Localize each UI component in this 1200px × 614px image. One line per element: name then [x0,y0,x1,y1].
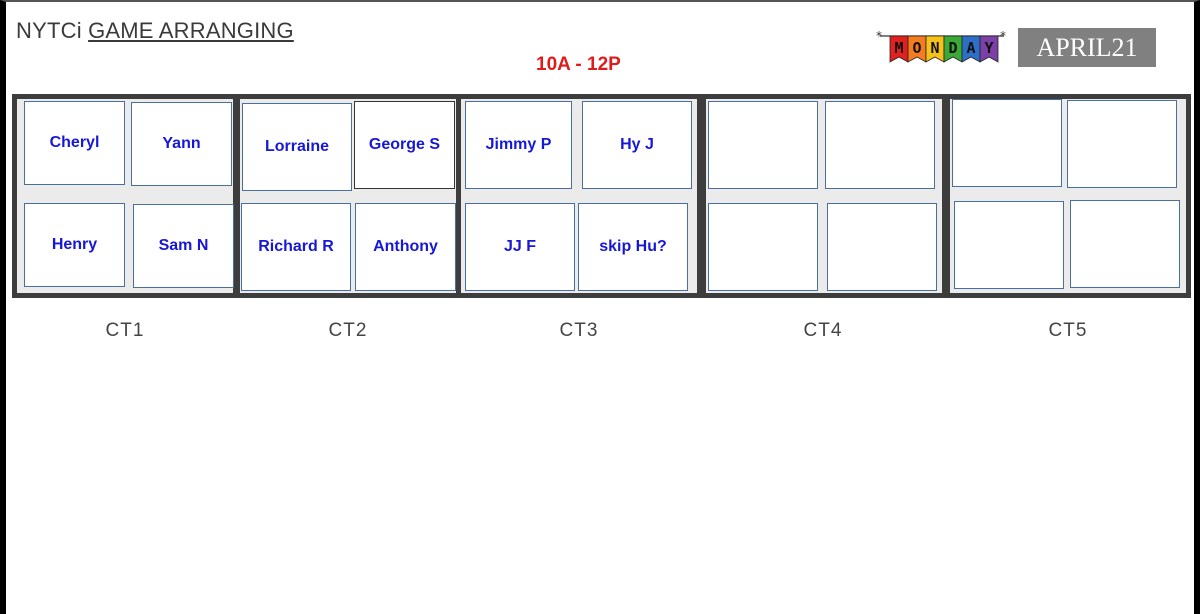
banner-flag-3: N [925,35,945,63]
player-slot[interactable]: skip Hu? [578,203,688,291]
player-slot[interactable] [1067,100,1177,188]
banner-letter-3: N [930,39,939,57]
court-ct4 [701,94,947,298]
player-slot[interactable] [1070,200,1180,288]
player-slot[interactable]: Yann [131,102,232,186]
banner-flag-4: D [943,35,963,63]
player-slot[interactable]: Lorraine [242,103,352,191]
banner-flag-6: Y [979,35,999,63]
banner-flag-2: O [907,35,927,63]
svg-text:*: * [876,29,882,43]
banner-letter-4: D [948,39,957,57]
court-label-ct1: CT1 [105,320,145,341]
player-slot[interactable] [708,203,818,291]
court-ct2: Lorraine George S Richard R Anthony [235,94,461,298]
player-slot[interactable] [827,203,937,291]
banner-letter-5: A [966,39,975,57]
player-slot[interactable]: Sam N [133,204,234,288]
player-slot[interactable] [825,101,935,189]
court-label-ct2: CT2 [328,320,368,341]
player-slot[interactable]: Henry [24,203,125,287]
player-slot[interactable]: Cheryl [24,101,125,185]
court-ct3: Jimmy P Hy J JJ F skip Hu? [456,94,702,298]
player-slot[interactable]: George S [354,101,455,189]
player-slot[interactable] [952,99,1062,187]
player-slot[interactable]: JJ F [465,203,575,291]
court-ct1: Cheryl Yann Henry Sam N [12,94,238,298]
player-slot[interactable]: Hy J [582,101,692,189]
banner-letter-6: Y [984,39,993,57]
monday-banner: * * M O N D A Y [876,29,1006,63]
court-ct5 [945,94,1191,298]
player-slot[interactable]: Jimmy P [465,101,572,189]
page-title: NYTCi GAME ARRANGING [16,18,294,44]
banner-letter-1: M [894,39,903,57]
banner-flag-5: A [961,35,981,63]
date-box: APRIL21 [1018,28,1156,67]
player-slot[interactable]: Anthony [355,203,456,291]
court-label-ct4: CT4 [803,320,843,341]
title-prefix: NYTCi [16,18,82,43]
court-label-ct3: CT3 [559,320,599,341]
time-range: 10A - 12P [536,54,621,75]
svg-text:*: * [1000,29,1006,43]
player-slot[interactable] [954,201,1064,289]
banner-letter-2: O [912,39,921,57]
player-slot[interactable] [708,101,818,189]
banner-flag-1: M [889,35,909,63]
court-label-ct5: CT5 [1048,320,1088,341]
player-slot[interactable]: Richard R [241,203,351,291]
title-game-arranging: GAME ARRANGING [88,18,294,43]
